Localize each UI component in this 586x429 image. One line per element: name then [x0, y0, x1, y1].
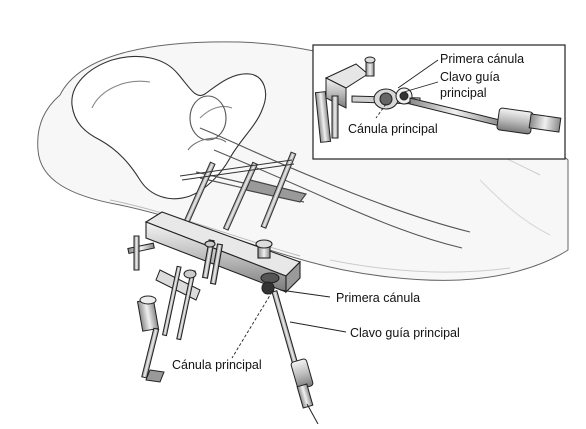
pelvis-bone	[71, 55, 471, 249]
main-guide-pin	[271, 290, 319, 425]
inset-label-clavo-guia-line1: Clavo guía	[440, 70, 500, 84]
inset-label-clavo-guia-line2: principal	[440, 86, 487, 100]
guide-block	[144, 211, 302, 295]
side-handle	[127, 235, 201, 383]
leader-lines-main	[231, 289, 347, 359]
label-canula-principal: Cánula principal	[172, 358, 262, 372]
inset-label-canula-principal: Cánula principal	[348, 122, 438, 136]
label-clavo-guia-principal: Clavo guía principal	[350, 326, 460, 340]
inset-detail	[312, 44, 566, 160]
inset-label-primera-canula: Primera cánula	[440, 52, 525, 66]
frame-rods	[179, 151, 297, 231]
label-primera-canula: Primera cánula	[336, 291, 421, 305]
